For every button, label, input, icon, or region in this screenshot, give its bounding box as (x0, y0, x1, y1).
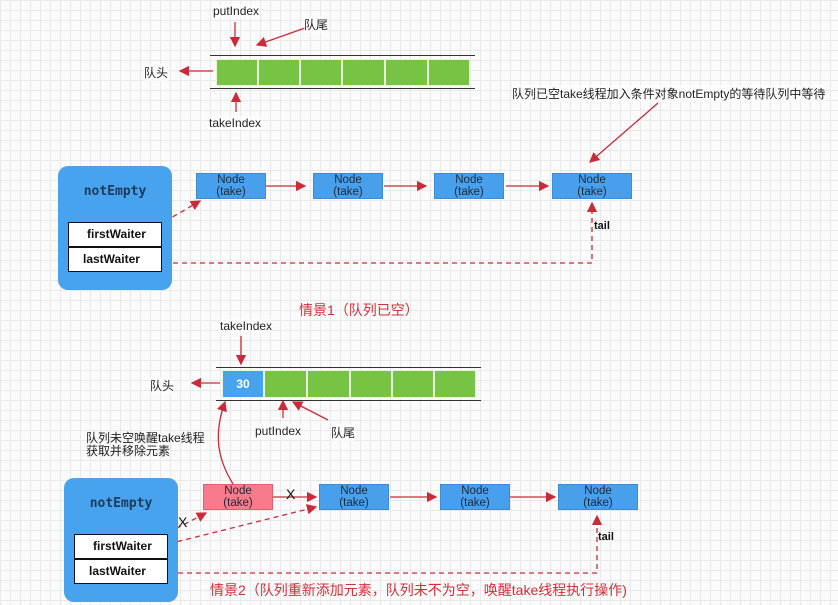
wait-node: Node(take) (434, 173, 504, 199)
scenario-1-caption: 情景1（队列已空） (299, 302, 419, 318)
node-sublabel: (take) (583, 496, 613, 509)
node-sublabel: (take) (577, 185, 607, 198)
node-label: Node (584, 485, 612, 497)
wait-node-tail: Node(take) (552, 173, 632, 199)
put-index-label: putIndex (213, 4, 260, 18)
node-sublabel: (take) (333, 185, 363, 198)
last-waiter-field: lastWaiter (68, 247, 162, 272)
queue-slot (258, 59, 300, 86)
node-label: Node (340, 485, 368, 497)
queue-slot (428, 59, 470, 86)
node-label: Node (455, 174, 483, 186)
queue-head-label: 队头 (144, 64, 169, 81)
scenario-2-caption: 情景2（队列重新添加元素，队列未不为空，唤醒take线程执行操作) (210, 582, 627, 598)
last-waiter-field: lastWaiter (74, 559, 168, 584)
wait-node: Node(take) (319, 484, 389, 510)
queue-slot (307, 370, 350, 398)
last-waiter-arrow (173, 201, 598, 264)
removed-wait-node: Node(take) (203, 484, 273, 510)
cut-link-x-mark: X (286, 486, 296, 502)
wait-node-tail: Node(take) (558, 484, 638, 510)
queue-top-rail (210, 55, 475, 56)
put-index-label-2: putIndex (255, 424, 302, 438)
wake-annotation: 队列未空唤醒take线程 获取并移除元素 (86, 432, 205, 458)
tail-label: tail (594, 220, 610, 232)
node-label: Node (461, 485, 489, 497)
first-waiter-field: firstWaiter (74, 534, 168, 559)
node-label: Node (578, 174, 606, 186)
tail-pointer-arrow (255, 27, 306, 47)
queue-slot (216, 59, 258, 86)
cut-first-waiter-x-mark: X (178, 514, 188, 530)
take-index-label: takeIndex (209, 116, 262, 130)
wait-node: Node(take) (196, 173, 266, 199)
queue-slot-filled: 30 (222, 370, 264, 398)
node-label: Node (217, 174, 245, 186)
queue-slot (392, 370, 434, 398)
queue-tail-label: 队尾 (304, 16, 329, 33)
first-waiter-field: firstWaiter (68, 222, 162, 247)
wake-annotation-line-2: 获取并移除元素 (86, 444, 171, 458)
tail-label-2: tail (598, 531, 614, 543)
node-label: Node (334, 174, 362, 186)
queue-bottom-rail-2 (216, 400, 481, 401)
queue-slot (434, 370, 476, 398)
wait-node: Node(take) (313, 173, 383, 199)
wake-annotation-line-1: 队列未空唤醒take线程 (86, 431, 205, 445)
condition-title: notEmpty (83, 184, 147, 199)
empty-queue-annotation: 队列已空take线程加入条件对象notEmpty的等待队列中等待 (512, 85, 826, 102)
condition-title: notEmpty (89, 496, 153, 511)
last-waiter-arrow-2 (178, 514, 603, 574)
node-sublabel: (take) (216, 185, 246, 198)
node-sublabel: (take) (339, 496, 369, 509)
wait-node: Node(take) (440, 484, 510, 510)
wake-take-arrow (217, 400, 234, 485)
node-sublabel: (take) (223, 496, 253, 509)
queue-head-label-2: 队头 (150, 377, 175, 394)
annotation-arrow (589, 102, 659, 163)
queue-bottom-rail (210, 88, 475, 89)
node-label: Node (224, 485, 252, 497)
queue-slot (342, 59, 385, 86)
queue-slot (300, 59, 342, 86)
queue-tail-label-2: 队尾 (331, 424, 356, 441)
take-index-label-2: takeIndex (220, 319, 273, 333)
node-sublabel: (take) (454, 185, 484, 198)
not-empty-condition-1: notEmpty firstWaiter lastWaiter (58, 166, 172, 290)
node-sublabel: (take) (460, 496, 490, 509)
queue-slot (264, 370, 307, 398)
queue-top-rail-2 (216, 367, 481, 368)
queue-slot (350, 370, 392, 398)
queue-slot (385, 59, 428, 86)
tail-pointer-arrow-2 (291, 401, 329, 421)
not-empty-condition-2: notEmpty firstWaiter lastWaiter (64, 478, 178, 602)
